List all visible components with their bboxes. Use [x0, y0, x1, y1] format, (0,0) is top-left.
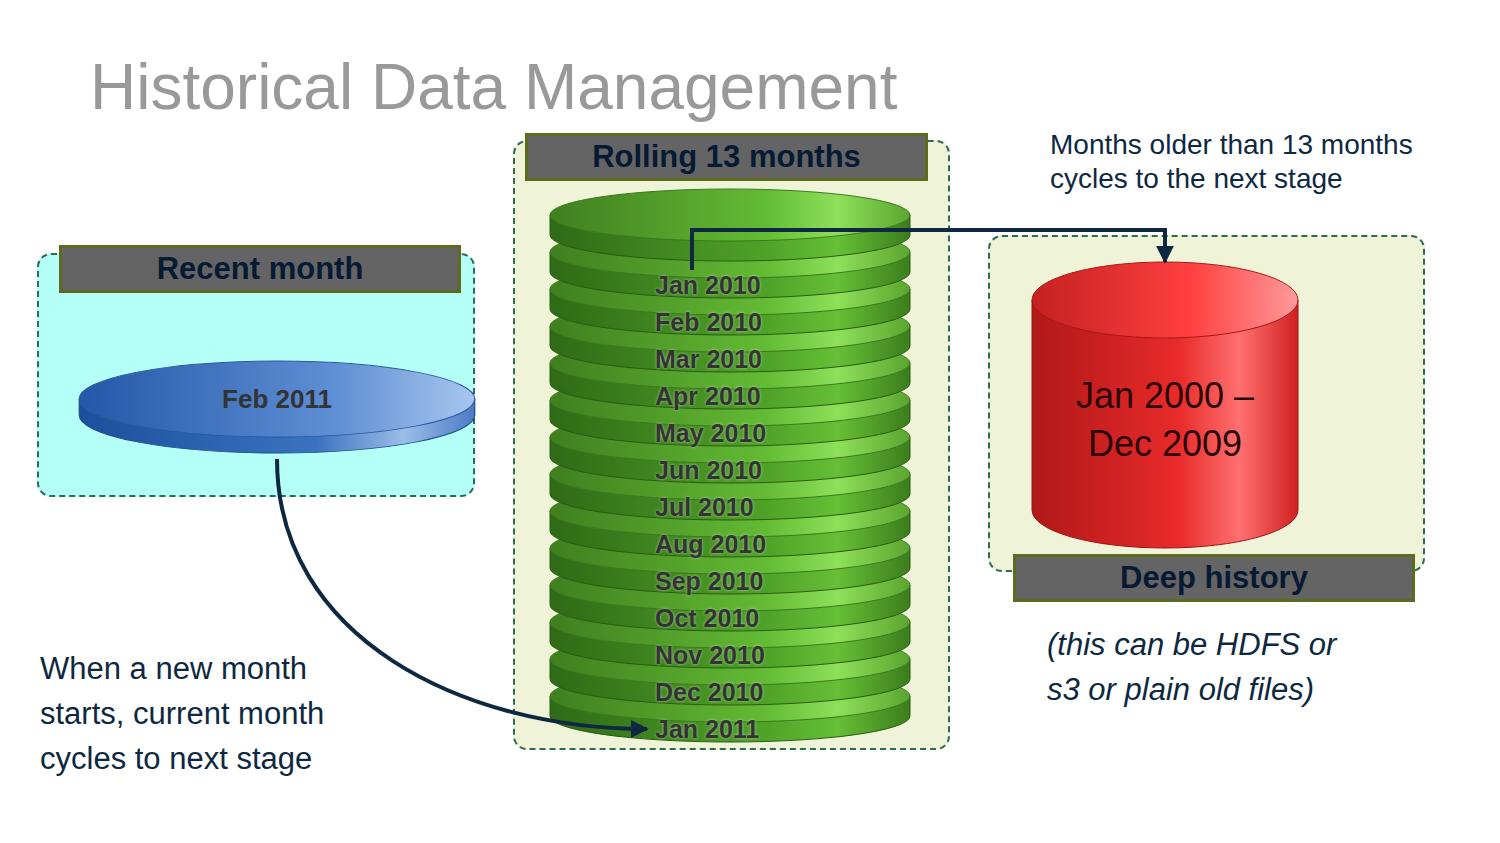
disk-slice [550, 522, 910, 594]
disk-slice [550, 226, 910, 298]
month-label: Jan 2010 [647, 270, 761, 300]
disk-slice [550, 633, 910, 705]
disk-slice [550, 263, 910, 335]
month-slice: Dec 2010 [647, 677, 807, 707]
region-panel: Rolling 13 monthsJan 2010Feb 2010Mar 201… [513, 140, 950, 750]
month-label: Sep 2010 [647, 566, 763, 596]
flow-arrow [277, 459, 647, 729]
month-label: Feb 2010 [647, 307, 762, 337]
storage-cylinder: Jan 2000 – Dec 2009 [1030, 260, 1300, 552]
region-header: Rolling 13 months [525, 133, 928, 181]
month-label: Oct 2010 [647, 603, 759, 633]
disk-slice [550, 596, 910, 668]
region-header: Deep history [1013, 554, 1415, 602]
disk-slice [550, 189, 910, 261]
month-label: Apr 2010 [647, 381, 761, 411]
region-panel: Deep historyJan 2000 – Dec 2009 [988, 235, 1425, 572]
month-slice: Aug 2010 [647, 529, 807, 559]
page-title: Historical Data Management [90, 50, 897, 124]
disk-slice [550, 300, 910, 372]
month-slice: Jun 2010 [647, 455, 807, 485]
month-slice: Apr 2010 [647, 381, 807, 411]
month-label: Mar 2010 [647, 344, 762, 374]
month-slice: Mar 2010 [647, 344, 807, 374]
disk-slice [550, 374, 910, 446]
month-label: May 2010 [647, 418, 766, 448]
month-label: Jul 2010 [647, 492, 754, 522]
note-label: (this can be HDFS or s3 or plain old fil… [1047, 622, 1377, 712]
month-label: Aug 2010 [647, 529, 766, 559]
month-slice: Jan 2011 [647, 714, 807, 744]
flow-arrow [692, 230, 1165, 270]
disk-slice [550, 485, 910, 557]
month-label: Dec 2010 [647, 677, 763, 707]
month-label: Nov 2010 [647, 640, 765, 670]
month-slice: Oct 2010 [647, 603, 807, 633]
month-label: Jun 2010 [647, 455, 762, 485]
month-slice: May 2010 [647, 418, 807, 448]
note-label: Months older than 13 months cycles to th… [1050, 128, 1490, 196]
month-slice: Jul 2010 [647, 492, 807, 522]
region-header: Recent month [59, 245, 461, 293]
disk-platter: Feb 2011 [77, 357, 477, 459]
month-slice: Feb 2010 [647, 307, 807, 337]
month-slice: Nov 2010 [647, 640, 807, 670]
disk-slice [550, 670, 910, 742]
disk-slice [550, 337, 910, 409]
disk-slice [550, 559, 910, 631]
month-slice: Jan 2010 [647, 270, 807, 300]
region-panel: Recent monthFeb 2011 [37, 253, 475, 497]
cylinder-label: Jan 2000 – Dec 2009 [1048, 372, 1282, 468]
note-label: When a new month starts, current month c… [40, 646, 400, 781]
disk-slice [550, 448, 910, 520]
month-label: Jan 2011 [647, 714, 759, 744]
disk-slice [550, 411, 910, 483]
month-slice: Sep 2010 [647, 566, 807, 596]
disk-label: Feb 2011 [77, 383, 477, 415]
